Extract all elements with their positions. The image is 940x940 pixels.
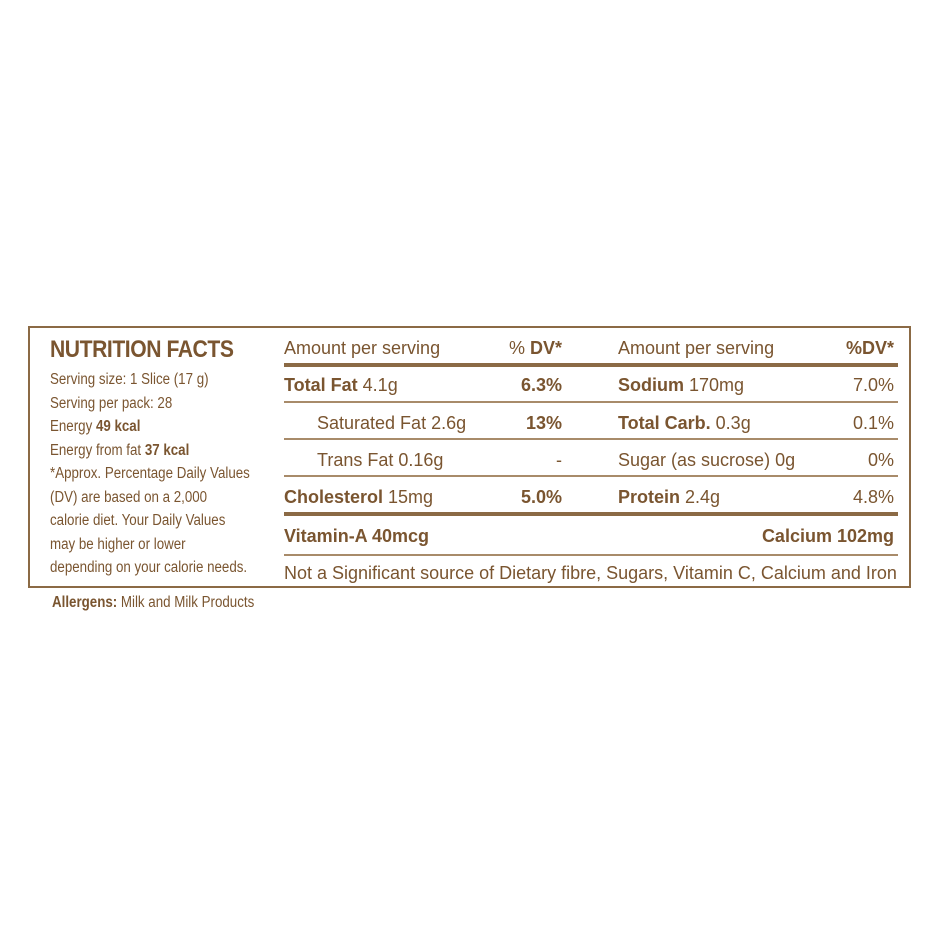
nutrient-left-dv: 13%: [525, 413, 562, 433]
nutrient-left-amount: 4.1g: [357, 375, 398, 395]
nutrient-left-dv: 6.3%: [520, 375, 562, 395]
row-divider: [284, 438, 898, 440]
nutrient-right-name: Sugar (as sucrose): [618, 450, 771, 470]
header-dv-right: %DV*: [845, 338, 894, 358]
header-rule: [284, 363, 898, 367]
nutrient-right-dv: 7.0%: [852, 375, 894, 395]
energy: Energy 49 kcal: [50, 415, 248, 439]
energy-value: 49 kcal: [95, 418, 141, 435]
energy-label: Energy: [50, 418, 96, 435]
nutrient-right-dv: 4.8%: [852, 487, 894, 507]
vitamin-rule: [284, 512, 898, 516]
nutrient-right-dv: 0.1%: [852, 413, 894, 433]
allergens-value: Milk and Milk Products: [117, 594, 255, 611]
nutrient-left-name: Total Fat: [284, 375, 358, 395]
nutrient-right-amount: 170mg: [684, 375, 745, 395]
dv-footnote-line: *Approx. Percentage Daily Values: [50, 465, 250, 482]
nutrient-left-amount: 15mg: [383, 487, 434, 507]
nutrient-left-name: Saturated Fat: [317, 413, 427, 433]
nutrient-right-name: Total Carb.: [618, 413, 711, 433]
energy-from-fat: Energy from fat 37 kcal: [50, 439, 248, 463]
header-amount-right: Amount per serving: [618, 338, 775, 358]
nutrient-left: Saturated Fat 2.6g: [317, 412, 466, 434]
nutrient-left: Trans Fat 0.16g: [317, 449, 443, 471]
nutrient-right: Protein 2.4g: [618, 486, 720, 508]
nutrient-right-name: Protein: [618, 487, 681, 507]
nutrient-left: Total Fat 4.1g: [284, 374, 398, 396]
header-dv-left: % DV*: [509, 337, 562, 359]
nutrient-right-amount: 0g: [770, 450, 796, 470]
allergens: Allergens: Milk and Milk Products: [52, 594, 254, 612]
not-significant-note: Not a Significant source of Dietary fibr…: [284, 563, 897, 583]
nutrition-label: NUTRITION FACTS Serving size: 1 Slice (1…: [28, 326, 911, 588]
nutrient-right-name: Sodium: [618, 375, 684, 395]
nutrient-right-amount: 0.3g: [710, 413, 751, 433]
nutrient-table: Amount per serving % DV* Amount per serv…: [284, 328, 900, 586]
servings-per-pack: Serving per pack: 28: [50, 394, 173, 412]
nutrient-right: Total Carb. 0.3g: [618, 412, 751, 434]
header-dv-left-bold: DV*: [529, 338, 562, 358]
nutrient-left-dv: -: [556, 450, 562, 470]
nutrient-right-dv: 0%: [867, 450, 894, 470]
nutrient-left: Cholesterol 15mg: [284, 486, 433, 508]
bottom-rule: [284, 554, 898, 556]
row-divider: [284, 475, 898, 477]
dv-footnote-line: may be higher or lower: [50, 535, 186, 553]
dv-footnote-line: depending on your calorie needs.: [50, 559, 248, 576]
vitamin-a: Vitamin-A 40mcg: [284, 526, 430, 546]
energy-fat-label: Energy from fat: [50, 441, 145, 459]
allergens-label: Allergens:: [52, 594, 118, 611]
row-divider: [284, 401, 898, 403]
nutrient-left-name: Cholesterol: [284, 487, 384, 507]
header-dv-left-prefix: %: [508, 338, 530, 358]
nutrient-left-name: Trans Fat: [317, 450, 394, 470]
nutrient-right: Sodium 170mg: [618, 374, 744, 396]
nutrient-left-dv: 5.0%: [520, 487, 562, 507]
calcium: Calcium 102mg: [761, 526, 894, 546]
dv-footnote-line: calorie diet. Your Daily Values: [50, 512, 226, 529]
energy-fat-value: 37 kcal: [144, 441, 190, 459]
nutrient-right: Sugar (as sucrose) 0g: [618, 449, 795, 471]
serving-size: Serving size: 1 Slice (17 g): [50, 371, 209, 388]
left-panel: NUTRITION FACTS Serving size: 1 Slice (1…: [50, 336, 280, 580]
nutrient-left-amount: 2.6g: [426, 413, 467, 433]
nutrient-left-amount: 0.16g: [393, 450, 444, 470]
nutrient-right-amount: 2.4g: [680, 487, 721, 507]
nutrition-title: NUTRITION FACTS: [50, 336, 234, 363]
dv-footnote-line: (DV) are based on a 2,000: [50, 488, 208, 506]
header-amount-left: Amount per serving: [284, 338, 441, 358]
